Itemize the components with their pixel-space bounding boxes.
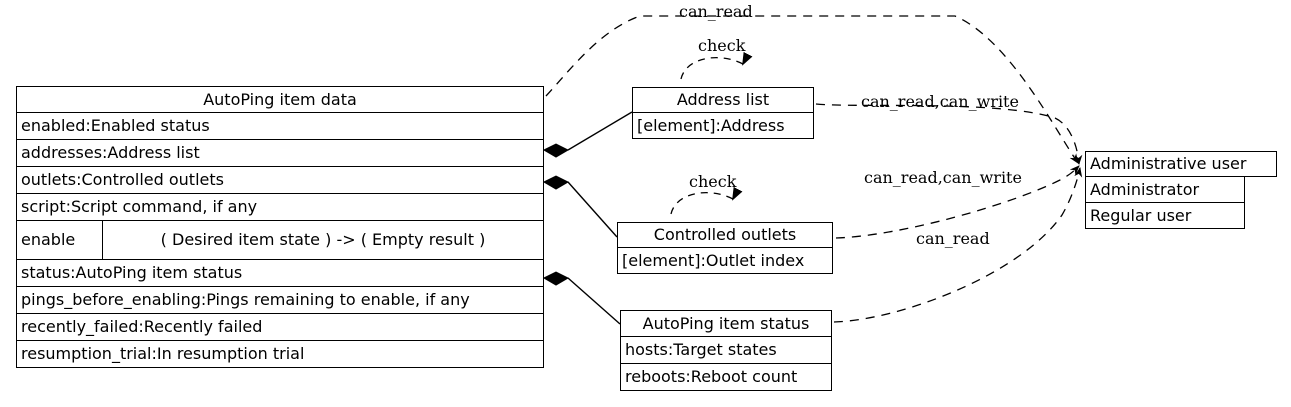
class-box-address-list: Address list [element]:Address <box>632 87 814 139</box>
edge-label-can-read-status: can_read <box>916 229 990 248</box>
class-method-row: enable ( Desired item state ) -> ( Empty… <box>16 221 544 260</box>
edge-label-check-controlled-outlets: check <box>689 172 737 191</box>
class-title-controlled-outlets: Controlled outlets <box>617 222 833 248</box>
class-title-address-list: Address list <box>632 87 814 113</box>
class-title-autoping-item-status: AutoPing item status <box>620 310 832 337</box>
class-title-administrative-user: Administrative user <box>1085 151 1277 177</box>
class-attribute-row: reboots:Reboot count <box>620 364 832 391</box>
class-box-controlled-outlets: Controlled outlets [element]:Outlet inde… <box>617 222 833 274</box>
class-method-name: enable <box>17 221 103 259</box>
class-attribute-row: resumption_trial:In resumption trial <box>16 341 544 368</box>
class-box-autoping-item-status: AutoPing item status hosts:Target states… <box>620 310 832 391</box>
class-method-signature: ( Desired item state ) -> ( Empty result… <box>160 230 486 249</box>
class-attribute-row: Administrator <box>1085 177 1245 203</box>
class-attribute-row: Regular user <box>1085 203 1245 229</box>
class-box-autoping-item-data: AutoPing item data enabled:Enabled statu… <box>16 86 544 368</box>
dashed-edge-check-controlled-outlets <box>670 186 743 215</box>
edge-label-can-read-top: can_read <box>679 2 753 21</box>
composition-edge-outlets <box>542 175 618 238</box>
class-box-administrative-user: Administrative user Administrator Regula… <box>1085 151 1277 229</box>
dashed-edge-check-address-list <box>680 51 753 80</box>
edge-label-check-address-list: check <box>698 36 746 55</box>
class-attribute-row: [element]:Outlet index <box>617 248 833 274</box>
class-attribute-row: script:Script command, if any <box>16 194 544 221</box>
dashed-edge-address-list-permissions <box>815 103 1083 165</box>
class-attribute-row: addresses:Address list <box>16 140 544 167</box>
class-attribute-row: outlets:Controlled outlets <box>16 167 544 194</box>
class-attribute-row: enabled:Enabled status <box>16 113 544 140</box>
class-attribute-row: hosts:Target states <box>620 337 832 364</box>
class-attribute-row: status:AutoPing item status <box>16 260 544 287</box>
class-attribute-row: pings_before_enabling:Pings remaining to… <box>16 287 544 314</box>
class-attribute-row: recently_failed:Recently failed <box>16 314 544 341</box>
class-attribute-row: [element]:Address <box>632 113 814 139</box>
class-title-autoping-item-data: AutoPing item data <box>16 86 544 113</box>
edge-label-can-read-can-write-outlets: can_read,can_write <box>864 168 1022 187</box>
edge-label-can-read-can-write-address: can_read,can_write <box>861 92 1019 111</box>
composition-edge-status <box>542 271 621 325</box>
composition-edge-addresses <box>542 111 633 158</box>
